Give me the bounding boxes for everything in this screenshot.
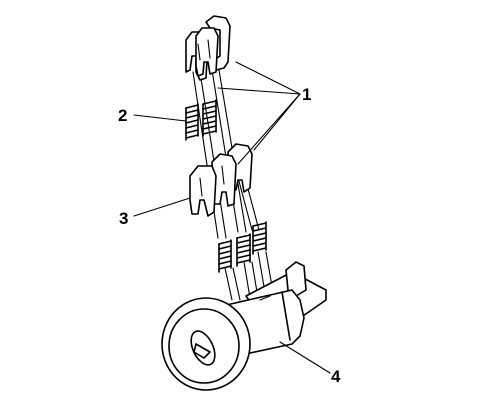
callout-1: 1 [302, 85, 311, 104]
lower-tumbler-plates [189, 143, 253, 217]
upper-springs [185, 99, 217, 141]
lock-cylinder [161, 261, 327, 391]
callout-3: 3 [119, 209, 128, 228]
callout-4: 4 [331, 367, 341, 386]
callout-2: 2 [118, 106, 127, 125]
upper-tumbler-plates [185, 15, 231, 81]
leader-lines [133, 61, 331, 374]
lower-springs [218, 221, 267, 273]
